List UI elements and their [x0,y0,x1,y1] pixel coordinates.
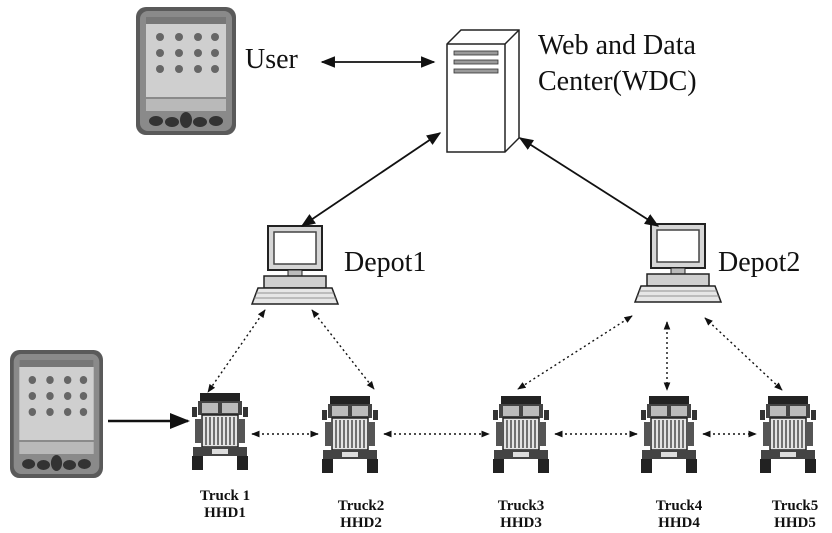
truck3-hhd: HHD3 [500,515,542,531]
depot1-truck1-link [207,309,266,393]
wdc-label-line2: Center(WDC) [538,66,697,97]
depot2-label: Depot2 [718,247,801,278]
truck4-label: Truck4 HHD4 [644,498,714,532]
depot1-label: Depot1 [344,247,427,278]
truck1-hhd: HHD1 [204,505,246,521]
wdc-label-line1: Web and Data [538,30,696,61]
depot2-computer-icon [634,223,722,303]
truck3-name: Truck3 [497,498,545,514]
truck3-icon [492,395,550,474]
wdc-depot1-link [300,132,442,227]
truck5-hhd: HHD5 [774,515,816,531]
user-label: User [245,44,298,75]
truck2-hhd: HHD2 [340,515,382,531]
truck1-label: Truck 1 HHD1 [190,488,260,522]
truck2-icon [321,395,379,474]
user-pda-icon [136,7,236,135]
wdc-depot2-link [518,137,660,227]
depot1-computer-icon [251,225,339,305]
truck1-icon [191,392,249,471]
truck5-label: Truck5 HHD5 [764,498,826,532]
truck4-hhd: HHD4 [658,515,700,531]
truck1-name: Truck 1 [199,488,251,504]
truck5-icon [759,395,817,474]
handheld-pda-icon [10,350,104,478]
truck4-icon [640,395,698,474]
truck4-name: Truck4 [655,498,703,514]
truck3-label: Truck3 HHD3 [486,498,556,532]
truck2-label: Truck2 HHD2 [326,498,396,532]
depot1-truck2-link [311,309,375,390]
truck2-name: Truck2 [337,498,385,514]
truck5-name: Truck5 [771,498,819,514]
depot2-truck3-link [517,315,633,390]
depot2-truck5-link [704,317,783,391]
server-icon [446,29,520,153]
